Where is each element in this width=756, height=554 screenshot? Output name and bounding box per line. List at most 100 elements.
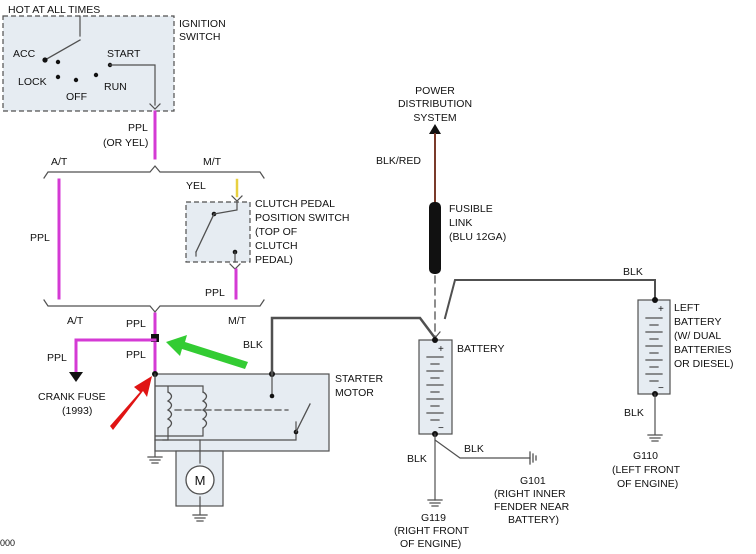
solenoid-contact-arm <box>295 403 311 433</box>
starter-label-2: MOTOR <box>335 387 374 399</box>
fusible-label-1: FUSIBLE <box>449 203 493 215</box>
g110-ground-symbol <box>647 434 663 442</box>
left-battery-label-3: (W/ DUAL <box>674 330 721 342</box>
blk-left-bottom-label: BLK <box>624 407 644 419</box>
blk-starter-cable <box>270 316 437 376</box>
blk-red-label: BLK/RED <box>376 155 421 167</box>
clutch-out-chevron <box>229 263 241 270</box>
solenoid-contact-wire <box>162 373 297 441</box>
run-contact <box>93 72 99 78</box>
left-battery-label-5: OR DIESEL) <box>674 358 734 370</box>
option-brace-top <box>43 165 265 179</box>
clutch-internal-wire <box>195 202 238 263</box>
run-label: RUN <box>104 81 127 93</box>
crank-fuse-wire <box>74 338 157 374</box>
ppl-center2-label: PPL <box>126 349 146 361</box>
solenoid-contact-a <box>269 393 275 399</box>
left-battery-cells <box>645 317 663 382</box>
g101-label-2: (RIGHT INNER <box>494 488 566 500</box>
g101-label-4: BATTERY) <box>508 514 559 526</box>
g101-label-3: FENDER NEAR <box>494 501 570 513</box>
clutch-label-3: (TOP OF <box>255 226 297 238</box>
battery-cells <box>426 356 444 421</box>
g101-ground-symbol <box>529 451 537 465</box>
g119-label-1: G119 <box>421 512 446 524</box>
starter-label-1: STARTER <box>335 373 383 385</box>
ppl-crank-label: PPL <box>47 352 67 364</box>
g110-label-1: G110 <box>633 450 658 462</box>
corner-code: 000 <box>0 538 15 548</box>
left-battery-label-2: BATTERY <box>674 316 721 328</box>
ignition-pivot <box>42 57 48 63</box>
ppl-center-label: PPL <box>126 318 146 330</box>
fusible-label-2: LINK <box>449 217 472 229</box>
pull-in-coil <box>166 391 173 429</box>
clutch-label-2: POSITION SWITCH <box>255 212 350 224</box>
left-battery-positive-terminal <box>652 297 658 303</box>
crank-fuse-arrowhead <box>69 372 83 382</box>
ignition-switch-arm <box>44 39 81 61</box>
off-contact <box>73 77 79 83</box>
green-annotation-arrow <box>166 335 248 369</box>
acc-label: ACC <box>13 48 36 60</box>
at-label-bottom: A/T <box>67 315 84 327</box>
fusible-link <box>429 202 441 274</box>
lock-label: LOCK <box>18 76 47 88</box>
acc-contact <box>55 59 61 65</box>
motor-symbol-circle <box>185 465 215 495</box>
power-dist-label-2: DISTRIBUTION <box>398 98 472 110</box>
left-battery-minus-sign: − <box>658 383 664 394</box>
clutch-switch-box <box>185 201 251 263</box>
left-battery-label-4: BATTERIES <box>674 344 732 356</box>
red-annotation-arrow <box>110 376 152 430</box>
ppl-clutch-label: PPL <box>205 287 225 299</box>
g119-label-2: (RIGHT FRONT <box>394 525 470 537</box>
at-label-top: A/T <box>51 156 68 168</box>
left-battery-label-1: LEFT <box>674 302 700 314</box>
power-dist-label-3: SYSTEM <box>413 112 456 124</box>
power-dist-arrowhead <box>429 124 441 134</box>
fusible-label-3: (BLU 12GA) <box>449 231 506 243</box>
option-brace-bottom <box>43 299 265 313</box>
hold-in-coil <box>201 391 208 429</box>
blk-starter-label: BLK <box>243 339 263 351</box>
lock-contact <box>55 74 61 80</box>
clutch-label-4: CLUTCH <box>255 240 298 252</box>
splice-connector <box>151 334 159 342</box>
motor-ground-symbol <box>192 514 208 522</box>
left-battery-plus-sign: + <box>658 304 664 315</box>
clutch-switch-arm <box>195 213 215 253</box>
starter-ground-symbol <box>147 456 163 464</box>
g110-label-2: (LEFT FRONT <box>612 464 681 476</box>
power-dist-label-1: POWER <box>415 85 455 97</box>
battery-ground-wires <box>434 433 531 501</box>
starter-motor-box <box>154 373 330 452</box>
battery-box <box>418 339 453 435</box>
motor-symbol-label: M <box>195 473 206 488</box>
ppl-or-yel-label-1: PPL <box>128 122 148 134</box>
g101-label-1: G101 <box>520 475 546 487</box>
ppl-left-label: PPL <box>30 232 50 244</box>
yel-connector-chevron <box>231 195 243 202</box>
g110-label-3: OF ENGINE) <box>617 478 678 490</box>
ignition-switch-box <box>2 15 175 112</box>
mt-label-top: M/T <box>203 156 222 168</box>
g119-ground-symbol <box>427 499 443 507</box>
off-label: OFF <box>66 91 87 103</box>
battery-label: BATTERY <box>457 343 504 355</box>
clutch-label-5: PEDAL) <box>255 254 293 266</box>
blk-g101-label: BLK <box>464 443 484 455</box>
battery-minus-sign: − <box>438 423 444 434</box>
ppl-or-yel-label-2: (OR YEL) <box>103 137 148 149</box>
clutch-label-1: CLUTCH PEDAL <box>255 198 335 210</box>
blk-g119-label: BLK <box>407 453 427 465</box>
battery-plus-sign: + <box>438 344 444 355</box>
hot-at-all-times-label: HOT AT ALL TIMES <box>8 4 100 16</box>
blk-left-top-label: BLK <box>623 266 643 278</box>
mt-label-bottom: M/T <box>228 315 247 327</box>
crank-fuse-label-2: (1993) <box>62 405 92 417</box>
start-circuit-wire <box>109 64 156 106</box>
left-battery-box <box>637 299 671 395</box>
crank-fuse-label-1: CRANK FUSE <box>38 391 106 403</box>
